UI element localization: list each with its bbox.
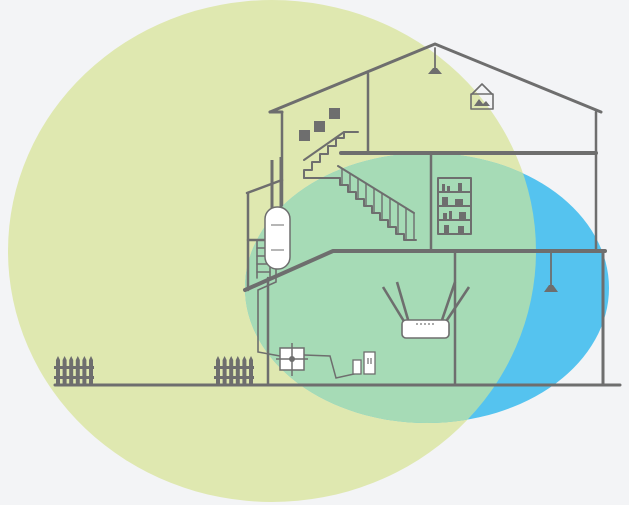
fence-picket (242, 356, 247, 385)
picket-fence-icon (54, 356, 94, 385)
picture-frame-icon (470, 83, 494, 110)
upper-stair-steps (303, 131, 359, 179)
main-staircase (303, 165, 417, 241)
window-square (299, 130, 310, 141)
fence-rail (214, 376, 254, 379)
fence-picket (89, 356, 93, 385)
stair-steps (339, 177, 417, 241)
fence-picket (249, 356, 253, 385)
ceiling-lamp-icon (544, 251, 558, 292)
fence-picket (216, 356, 220, 385)
fence-picket (62, 356, 67, 385)
bookshelf (437, 177, 472, 235)
ethernet-cable (257, 269, 281, 357)
fence-picket (69, 356, 74, 385)
poe-junction-box-icon (276, 343, 357, 379)
stair-balusters (341, 167, 415, 241)
window-square (314, 121, 325, 132)
outdoor-antenna-ap-icon (257, 157, 291, 357)
fence-picket (56, 356, 60, 385)
fence-rail (54, 376, 94, 379)
fence-picket (75, 356, 80, 385)
first-floor-slab (243, 249, 607, 292)
dual-antenna-router-icon (381, 281, 471, 339)
attic-windows (299, 108, 340, 141)
fence-picket (229, 356, 234, 385)
fence-picket (222, 356, 227, 385)
roof (268, 42, 603, 114)
ap-body (264, 206, 291, 270)
upper-stair-rail (303, 131, 345, 161)
upper-staircase (303, 131, 359, 179)
fence-picket (235, 356, 240, 385)
fence-rail (214, 366, 254, 369)
fence-rail (54, 366, 94, 369)
fence-picket (82, 356, 87, 385)
picket-fence-icon (214, 356, 254, 385)
power-plug-icon (352, 351, 376, 375)
window-square (329, 108, 340, 119)
ceiling-lamp-icon (428, 47, 442, 74)
